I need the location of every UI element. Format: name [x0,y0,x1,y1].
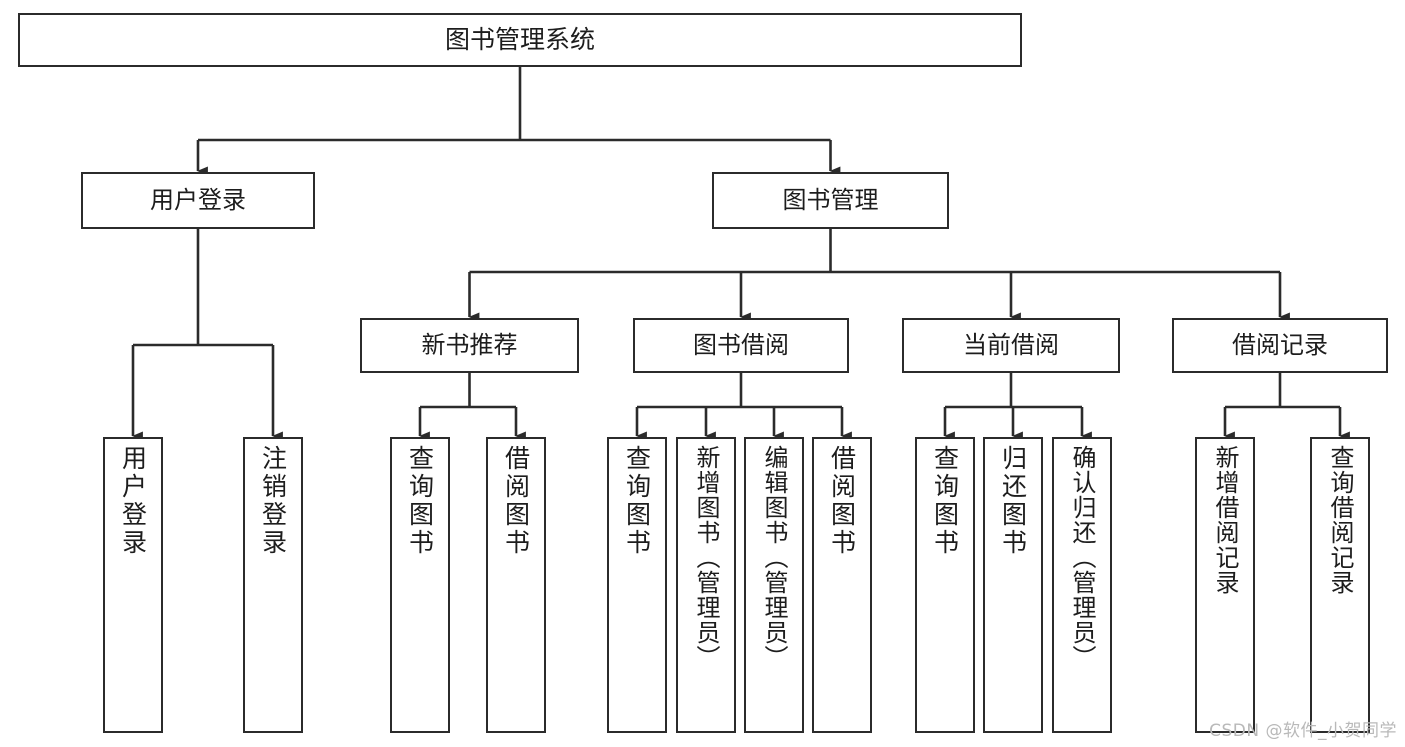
node-label: 查询图书 [405,445,435,557]
node-label: 注销登录 [258,445,288,557]
node-label: 借阅记录 [1232,331,1328,360]
node-l-rec-2[interactable]: 查询借阅记录 [1310,437,1370,733]
node-label: 新增借阅记录 [1211,445,1239,595]
node-l-cur-3[interactable]: 确认归还（管理员） [1052,437,1112,733]
node-l-new-1[interactable]: 查询图书 [390,437,450,733]
node-l-cur-1[interactable]: 查询图书 [915,437,975,733]
node-label: 新增图书（管理员） [692,445,720,670]
node-label: 编辑图书（管理员） [760,445,788,670]
node-label: 归还图书 [998,445,1028,557]
node-label: 用户登录 [118,445,148,557]
node-l-login-2[interactable]: 注销登录 [243,437,303,733]
node-n-borrow[interactable]: 图书借阅 [633,318,849,373]
node-n-record[interactable]: 借阅记录 [1172,318,1388,373]
node-l-new-2[interactable]: 借阅图书 [486,437,546,733]
node-label: 确认归还（管理员） [1068,445,1096,670]
node-l-bor-2[interactable]: 新增图书（管理员） [676,437,736,733]
node-l-login-1[interactable]: 用户登录 [103,437,163,733]
node-label: 查询图书 [622,445,652,557]
node-l-rec-1[interactable]: 新增借阅记录 [1195,437,1255,733]
node-l-bor-4[interactable]: 借阅图书 [812,437,872,733]
watermark-label: CSDN @软件_小贺同学 [1209,721,1397,741]
node-label: 图书借阅 [693,331,789,360]
node-label: 新书推荐 [421,331,518,360]
node-label: 图书管理系统 [444,25,595,55]
node-label: 图书管理 [782,186,879,215]
node-n-newbook[interactable]: 新书推荐 [360,318,579,373]
node-label: 借阅图书 [501,445,531,557]
node-root[interactable]: 图书管理系统 [18,13,1022,67]
node-label: 用户登录 [150,186,246,215]
node-label: 当前借阅 [963,331,1059,360]
node-l-bor-3[interactable]: 编辑图书（管理员） [744,437,804,733]
node-n-bookmgmt[interactable]: 图书管理 [712,172,949,229]
node-n-login[interactable]: 用户登录 [81,172,315,229]
node-label: 查询借阅记录 [1326,445,1354,595]
node-label: 查询图书 [930,445,960,557]
node-l-cur-2[interactable]: 归还图书 [983,437,1043,733]
node-l-bor-1[interactable]: 查询图书 [607,437,667,733]
node-n-current[interactable]: 当前借阅 [902,318,1120,373]
node-label: 借阅图书 [827,445,857,557]
